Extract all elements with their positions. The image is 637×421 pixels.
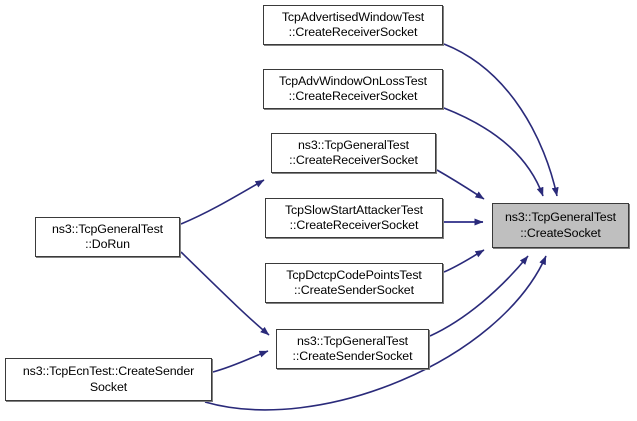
node-label: TcpSlowStartAttackerTest ::CreateReceive… [284,202,424,233]
node-label: ns3::TcpEcnTest::CreateSender Socket [22,364,195,394]
node-tcp-general-test-create-sender-socket[interactable]: ns3::TcpGeneralTest ::CreateSenderSocket [276,329,429,369]
node-label: ns3::TcpGeneralTest ::CreateSocket [504,210,617,240]
edge-do-run-to-create-sender-socket [180,251,270,336]
node-label: ns3::TcpGeneralTest ::CreateReceiverSock… [289,137,418,168]
edge-ecn-test-to-create-sender-socket [212,350,269,373]
edge-dctcp-code-points-to-create-socket [443,249,485,273]
node-tcp-slow-start-attacker-test[interactable]: TcpSlowStartAttackerTest ::CreateReceive… [265,198,443,238]
node-tcp-general-test-do-run[interactable]: ns3::TcpGeneralTest ::DoRun [35,217,180,257]
node-label: TcpAdvWindowOnLossTest ::CreateReceiverS… [279,73,427,104]
node-label: TcpDctcpCodePointsTest ::CreateSenderSoc… [286,267,422,298]
edge-create-receiver-socket-to-create-socket [436,169,485,200]
edge-advertised-window-to-create-socket [443,43,559,197]
node-label: ns3::TcpGeneralTest ::CreateSenderSocket [292,333,413,364]
node-tcp-ecn-test-create-sender-socket[interactable]: ns3::TcpEcnTest::CreateSender Socket [5,358,212,401]
node-tcp-advertised-window-test[interactable]: TcpAdvertisedWindowTest ::CreateReceiver… [263,5,443,45]
node-tcp-general-test-create-socket[interactable]: ns3::TcpGeneralTest ::CreateSocket [492,203,629,248]
edge-create-sender-socket-to-create-socket [429,255,529,337]
node-tcp-dctcp-code-points-test[interactable]: TcpDctcpCodePointsTest ::CreateSenderSoc… [265,263,443,303]
node-tcp-general-test-create-receiver-socket[interactable]: ns3::TcpGeneralTest ::CreateReceiverSock… [271,133,436,173]
edge-adv-window-on-loss-to-create-socket [443,107,544,197]
node-label: TcpAdvertisedWindowTest ::CreateReceiver… [281,9,425,40]
edge-do-run-to-create-receiver-socket [180,179,265,225]
node-tcp-adv-window-on-loss-test[interactable]: TcpAdvWindowOnLossTest ::CreateReceiverS… [263,69,443,109]
node-label: ns3::TcpGeneralTest ::DoRun [51,221,164,252]
